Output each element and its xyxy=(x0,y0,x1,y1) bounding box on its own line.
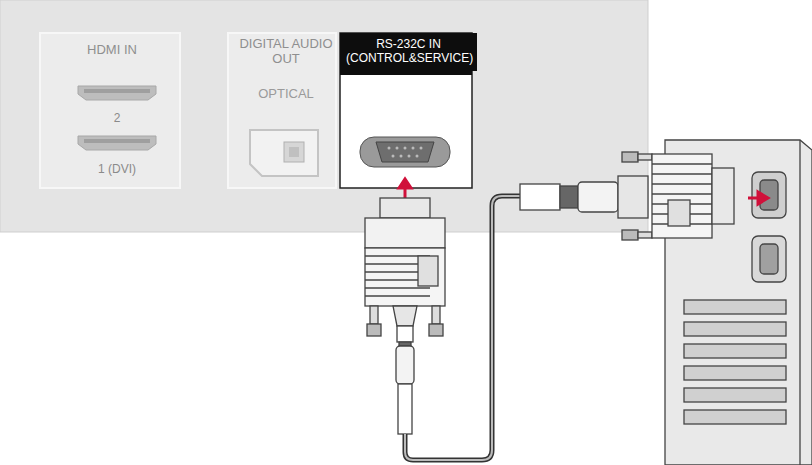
section-heading: RS-232C IN (CONTROL&SERVICE) xyxy=(340,33,477,71)
tv-back-panel xyxy=(0,0,648,232)
insert-arrow xyxy=(399,179,411,198)
db9-plug xyxy=(365,198,445,434)
port-name: OPTICAL xyxy=(228,67,344,102)
hdmi-port xyxy=(78,136,156,150)
port-section: RS-232C IN (CONTROL&SERVICE) xyxy=(340,33,477,188)
hdmi-port xyxy=(78,86,156,100)
db9-plug-pc xyxy=(520,152,734,240)
section-heading: HDMI IN xyxy=(40,33,184,58)
serial-cable xyxy=(405,196,520,460)
db9-port-flange xyxy=(360,137,450,167)
hdmi-port-slot xyxy=(84,89,150,93)
insert-arrow xyxy=(748,192,768,204)
port-number: 1 (DVI) xyxy=(98,162,136,176)
optical-port-core xyxy=(289,147,299,157)
optical-port-hole xyxy=(284,142,304,162)
optical-port xyxy=(250,130,318,176)
db9-pins xyxy=(388,147,423,158)
port-number: 2 xyxy=(114,111,121,125)
db9-port xyxy=(376,142,434,162)
section-heading: DIGITAL AUDIO OUT xyxy=(228,33,344,67)
hdmi-port-slot xyxy=(84,139,150,143)
port-section: DIGITAL AUDIO OUTOPTICAL xyxy=(228,33,344,188)
serial-cable-highlight xyxy=(405,196,520,460)
